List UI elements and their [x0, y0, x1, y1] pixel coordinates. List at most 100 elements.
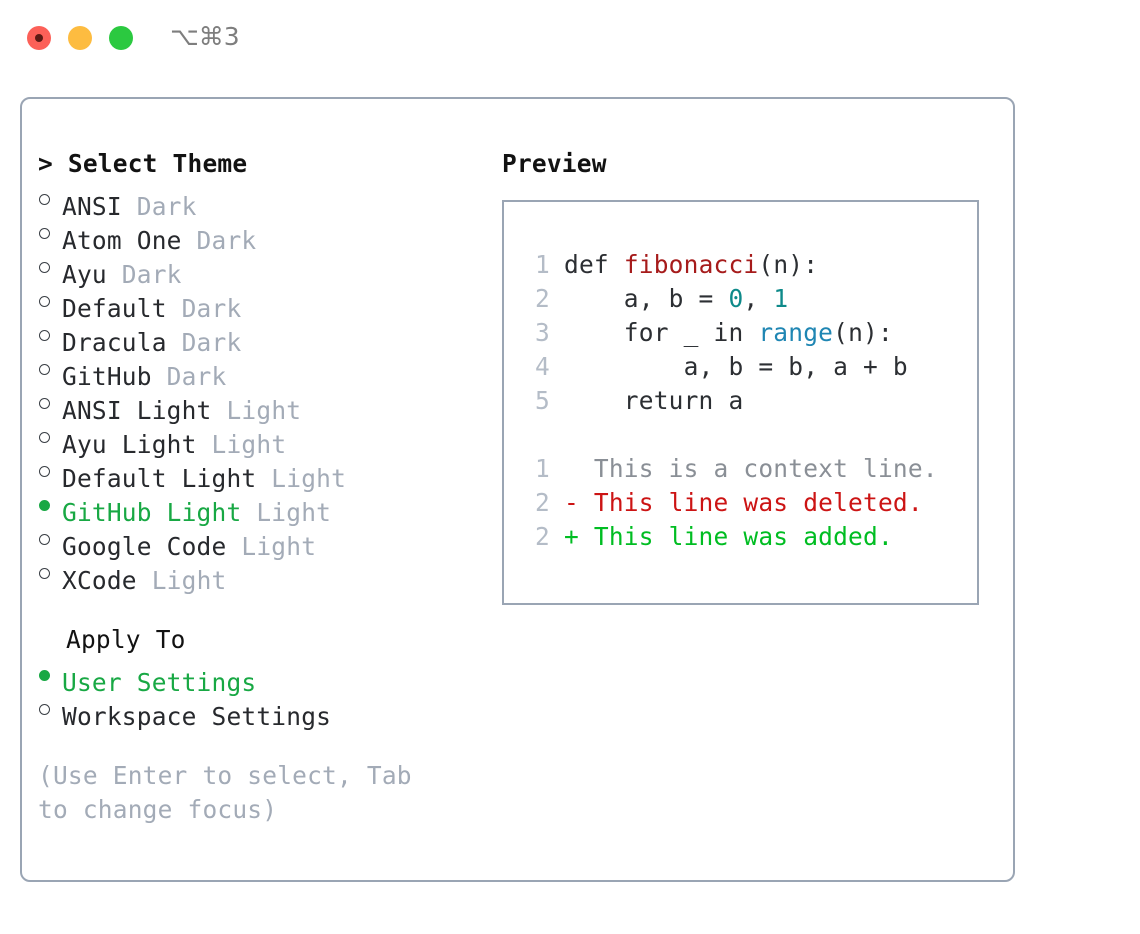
theme-option-label: Default [62, 294, 167, 323]
minimize-light-icon[interactable] [68, 26, 92, 50]
select-theme-heading: > Select Theme [38, 149, 248, 178]
code-line: 5 return a [518, 384, 977, 418]
close-light-icon[interactable] [27, 26, 51, 50]
code-token: (n): [833, 318, 893, 347]
theme-option-label: Default Light [62, 464, 257, 493]
line-number: 3 [535, 318, 550, 347]
code-line-content: a, b = 0, 1 [564, 282, 788, 316]
code-token: 0 [728, 284, 744, 313]
theme-option-ayu-light[interactable]: Ayu Light Light [38, 419, 488, 459]
code-line: 3 for _ in range(n): [518, 316, 977, 350]
theme-option-label: XCode [62, 566, 137, 595]
line-number: 2 [535, 522, 550, 551]
diff-line-content: - This line was deleted. [564, 488, 923, 517]
code-token: 1 [773, 284, 789, 313]
line-number: 5 [535, 386, 550, 415]
diff-line: 2 + This line was added. [518, 520, 977, 554]
theme-option-ayu[interactable]: Ayu Dark [38, 249, 488, 289]
window-controls [27, 26, 133, 50]
diff-line: 1 This is a context line. [518, 452, 977, 486]
radio-empty-icon [38, 385, 62, 419]
theme-option-github[interactable]: GitHub Dark [38, 351, 488, 391]
diff-line: 2 - This line was deleted. [518, 486, 977, 520]
code-token: fibonacci [623, 250, 759, 279]
radio-empty-icon [38, 453, 62, 487]
code-token: for _ in [564, 318, 759, 347]
theme-option-label: Ayu [62, 260, 107, 289]
radio-empty-icon [38, 555, 62, 589]
apply-to-option-user-settings[interactable]: User Settings [38, 657, 488, 697]
radio-selected-icon [38, 657, 62, 691]
theme-option-variant: Dark [121, 192, 197, 221]
code-token: , [743, 284, 774, 313]
line-number: 2 [535, 488, 550, 517]
code-line: 2 a, b = 0, 1 [518, 282, 977, 316]
code-line-content: def fibonacci(n): [564, 248, 818, 282]
theme-option-label: Atom One [62, 226, 182, 255]
theme-option-label: ANSI [62, 192, 122, 221]
theme-option-ansi[interactable]: ANSI Dark [38, 181, 488, 221]
keyboard-hint-text: (Use Enter to select, Tab to change focu… [38, 761, 427, 824]
theme-option-default-light[interactable]: Default Light Light [38, 453, 488, 493]
radio-empty-icon [38, 215, 62, 249]
code-token: (n): [758, 250, 819, 279]
theme-option-variant: Dark [181, 226, 257, 255]
theme-option-variant: Light [211, 396, 302, 425]
theme-option-label: GitHub Light [62, 498, 242, 527]
apply-to-option-label: Workspace Settings [62, 702, 332, 731]
line-number: 4 [535, 352, 550, 381]
theme-option-label: Dracula [62, 328, 167, 357]
theme-option-variant: Light [241, 498, 332, 527]
radio-empty-icon [38, 181, 62, 215]
diff-line-content: This is a context line. [564, 454, 938, 483]
diff-sample: 1 This is a context line.2- This line wa… [518, 452, 977, 554]
theme-option-variant: Dark [151, 362, 227, 391]
theme-option-variant: Dark [166, 328, 242, 357]
radio-empty-icon [38, 521, 62, 555]
theme-option-xcode[interactable]: XCode Light [38, 555, 488, 595]
title-bar: ⌥⌘3 [0, 0, 1140, 78]
maximize-light-icon[interactable] [109, 26, 133, 50]
code-token: range [758, 318, 834, 347]
radio-empty-icon [38, 419, 62, 453]
code-line-content: a, b = b, a + b [564, 350, 908, 384]
apply-to-option-workspace-settings[interactable]: Workspace Settings [38, 691, 488, 731]
theme-option-variant: Light [136, 566, 227, 595]
line-number: 2 [535, 284, 550, 313]
theme-option-dracula[interactable]: Dracula Dark [38, 317, 488, 357]
line-number: 1 [535, 454, 550, 483]
code-line-content: return a [564, 384, 743, 418]
code-line-content: for _ in range(n): [564, 316, 893, 350]
code-line: 4 a, b = b, a + b [518, 350, 977, 384]
radio-empty-icon [38, 317, 62, 351]
theme-option-label: ANSI Light [62, 396, 212, 425]
diff-line-content: + This line was added. [564, 522, 893, 551]
apply-to-option-label: User Settings [62, 668, 257, 697]
theme-option-variant: Light [196, 430, 287, 459]
code-token: return a [564, 386, 744, 415]
radio-empty-icon [38, 351, 62, 385]
theme-option-label: GitHub [62, 362, 152, 391]
preview-heading: Preview [502, 149, 607, 178]
radio-empty-icon [38, 283, 62, 317]
code-diff-spacer [518, 418, 977, 452]
theme-option-variant: Light [256, 464, 347, 493]
theme-option-default[interactable]: Default Dark [38, 283, 488, 323]
theme-option-atom-one[interactable]: Atom One Dark [38, 215, 488, 255]
theme-option-ansi-light[interactable]: ANSI Light Light [38, 385, 488, 425]
theme-option-google-code[interactable]: Google Code Light [38, 521, 488, 561]
theme-option-label: Google Code [62, 532, 227, 561]
keyboard-shortcut-label: ⌥⌘3 [170, 22, 240, 51]
theme-option-variant: Dark [106, 260, 182, 289]
theme-option-github-light[interactable]: GitHub Light Light [38, 487, 488, 527]
theme-option-variant: Light [226, 532, 317, 561]
line-number: 1 [535, 250, 550, 279]
radio-selected-icon [38, 487, 62, 521]
